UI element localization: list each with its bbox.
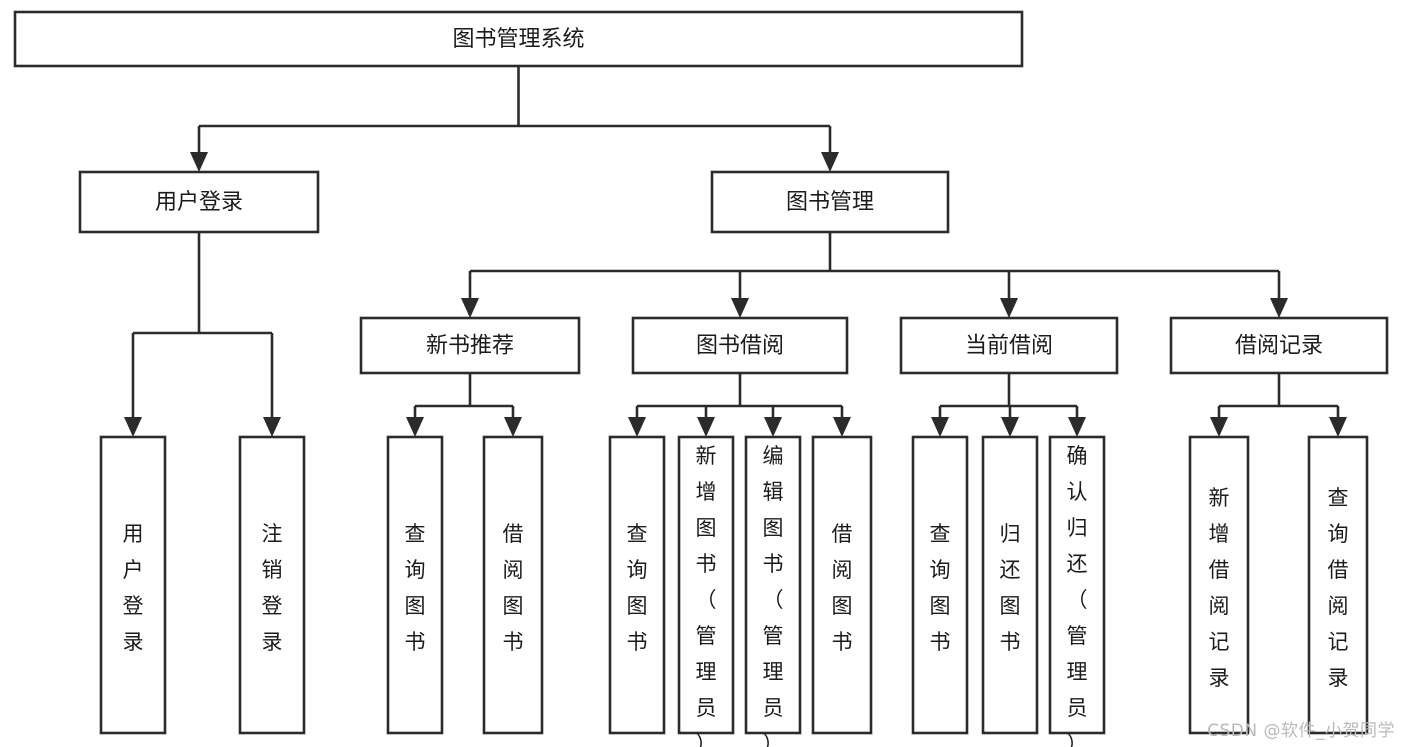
node-user-login[interactable]: 用户登录 <box>78 170 320 234</box>
node-box-leaf-confirm-return <box>1048 435 1106 735</box>
node-leaf-borrow-book-2[interactable]: 借阅图书 <box>811 435 873 735</box>
node-label-leaf-borrow-book-1: 借阅图书 <box>503 522 524 654</box>
node-box-leaf-add-book <box>677 435 735 735</box>
node-label-leaf-borrow-book-2: 借阅图书 <box>832 522 853 654</box>
node-box-leaf-query-book-3 <box>911 435 969 735</box>
node-leaf-query-book-3[interactable]: 查询图书 <box>911 435 969 735</box>
arrow-head-icon <box>833 417 851 437</box>
node-label-book-borrow: 图书借阅 <box>696 334 784 359</box>
node-box-leaf-borrow-book-1 <box>482 435 544 735</box>
arrow-head-icon <box>1329 417 1347 437</box>
node-box-leaf-return-book <box>981 435 1039 735</box>
node-label-leaf-query-book-1: 查询图书 <box>405 522 426 654</box>
node-box-leaf-add-record <box>1188 435 1250 735</box>
arrow-head-icon <box>504 417 522 437</box>
node-borrow-record[interactable]: 借阅记录 <box>1169 316 1389 375</box>
arrow-head-icon <box>764 417 782 437</box>
node-label-borrow-record: 借阅记录 <box>1235 334 1323 359</box>
node-box-leaf-user-login <box>99 435 167 735</box>
node-leaf-user-login[interactable]: 用户登录 <box>99 435 167 735</box>
node-book-manage[interactable]: 图书管理 <box>710 170 950 234</box>
node-root[interactable]: 图书管理系统 <box>13 10 1024 68</box>
node-label-leaf-edit-book: 编辑图书（管理员） <box>763 444 784 747</box>
arrow-head-icon <box>124 417 142 437</box>
node-label-user-login: 用户登录 <box>155 190 243 215</box>
node-box-leaf-edit-book <box>744 435 802 735</box>
arrow-head-icon <box>1210 417 1228 437</box>
node-label-leaf-query-record: 查询借阅记录 <box>1328 486 1349 690</box>
arrow-head-icon <box>697 417 715 437</box>
arrow-head-icon <box>628 417 646 437</box>
node-label-root: 图书管理系统 <box>452 27 584 52</box>
arrow-head-icon <box>931 417 949 437</box>
node-leaf-add-book[interactable]: 新增图书（管理员） <box>677 435 735 747</box>
arrow-head-icon <box>461 298 479 318</box>
node-leaf-query-book-1[interactable]: 查询图书 <box>386 435 444 735</box>
node-layer: 图书管理系统用户登录图书管理新书推荐图书借阅当前借阅借阅记录用户登录注销登录查询… <box>13 10 1389 747</box>
node-new-book-recommend[interactable]: 新书推荐 <box>359 316 581 375</box>
node-box-book-manage <box>710 170 950 234</box>
node-label-leaf-query-book-3: 查询图书 <box>930 522 951 654</box>
arrow-head-icon <box>1001 417 1019 437</box>
node-box-user-login <box>78 170 320 234</box>
node-box-leaf-query-record <box>1307 435 1369 735</box>
arrow-head-icon <box>406 417 424 437</box>
node-box-new-book-recommend <box>359 316 581 375</box>
node-box-leaf-borrow-book-2 <box>811 435 873 735</box>
node-leaf-add-record[interactable]: 新增借阅记录 <box>1188 435 1250 735</box>
node-book-borrow[interactable]: 图书借阅 <box>631 316 849 375</box>
node-label-leaf-return-book: 归还图书 <box>1000 522 1021 654</box>
node-label-new-book-recommend: 新书推荐 <box>426 334 514 359</box>
connector-layer <box>124 66 1347 437</box>
node-box-leaf-query-book-2 <box>608 435 666 735</box>
arrow-head-icon <box>821 152 839 172</box>
node-leaf-query-record[interactable]: 查询借阅记录 <box>1307 435 1369 735</box>
node-label-leaf-user-login: 用户登录 <box>123 522 144 654</box>
arrow-head-icon <box>263 417 281 437</box>
node-leaf-edit-book[interactable]: 编辑图书（管理员） <box>744 435 802 747</box>
node-box-leaf-query-book-1 <box>386 435 444 735</box>
node-leaf-return-book[interactable]: 归还图书 <box>981 435 1039 735</box>
node-label-leaf-add-record: 新增借阅记录 <box>1209 486 1230 690</box>
node-box-current-borrow <box>899 316 1119 375</box>
arrow-head-icon <box>731 298 749 318</box>
arrow-head-icon <box>1068 417 1086 437</box>
arrow-head-icon <box>1000 298 1018 318</box>
node-box-book-borrow <box>631 316 849 375</box>
node-leaf-logout[interactable]: 注销登录 <box>238 435 306 735</box>
node-box-borrow-record <box>1169 316 1389 375</box>
watermark-text: CSDN @软件_小贺同学 <box>1207 721 1395 741</box>
node-label-leaf-add-book: 新增图书（管理员） <box>696 444 717 747</box>
arrow-head-icon <box>190 152 208 172</box>
node-leaf-borrow-book-1[interactable]: 借阅图书 <box>482 435 544 735</box>
node-box-root <box>13 10 1024 68</box>
node-current-borrow[interactable]: 当前借阅 <box>899 316 1119 375</box>
arrow-head-icon <box>1270 298 1288 318</box>
node-label-leaf-confirm-return: 确认归还（管理员） <box>1067 444 1088 747</box>
node-label-leaf-logout: 注销登录 <box>262 522 283 654</box>
node-label-book-manage: 图书管理 <box>786 190 874 215</box>
node-leaf-query-book-2[interactable]: 查询图书 <box>608 435 666 735</box>
node-leaf-confirm-return[interactable]: 确认归还（管理员） <box>1048 435 1106 747</box>
node-label-leaf-query-book-2: 查询图书 <box>627 522 648 654</box>
node-label-current-borrow: 当前借阅 <box>965 334 1053 359</box>
node-box-leaf-logout <box>238 435 306 735</box>
